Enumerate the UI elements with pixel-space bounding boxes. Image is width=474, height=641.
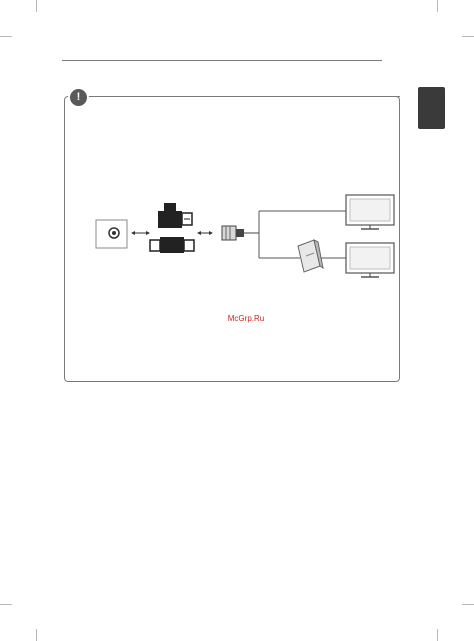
chapter-tab [418, 87, 445, 129]
crop-mark-top-right-h [462, 36, 474, 37]
exclamation-icon: ! [68, 87, 89, 108]
watermark-text: McGrp.Ru [227, 314, 265, 323]
header-rule [62, 60, 382, 61]
crop-mark-bottom-right-h [462, 604, 474, 605]
tv-icon-1 [345, 194, 395, 230]
straight-plug-icon [149, 237, 195, 253]
double-arrow-icon-2 [197, 231, 213, 235]
crop-mark-bottom-right [437, 629, 438, 641]
wall-outlet-icon [95, 219, 128, 249]
set-top-box-icon [297, 239, 324, 273]
double-arrow-icon [131, 231, 150, 235]
signal-splitter-lines [258, 210, 346, 259]
crop-mark-top-left [36, 0, 37, 12]
crop-mark-bottom-left [36, 629, 37, 641]
tv-icon-2 [345, 242, 395, 278]
crop-mark-bottom-left-h [0, 604, 12, 605]
angled-plug-icon [158, 203, 193, 228]
cable-connector-icon [221, 225, 259, 241]
note-header-line [138, 96, 400, 97]
crop-mark-top-right [437, 0, 438, 12]
crop-mark-top-left-h [0, 36, 12, 37]
